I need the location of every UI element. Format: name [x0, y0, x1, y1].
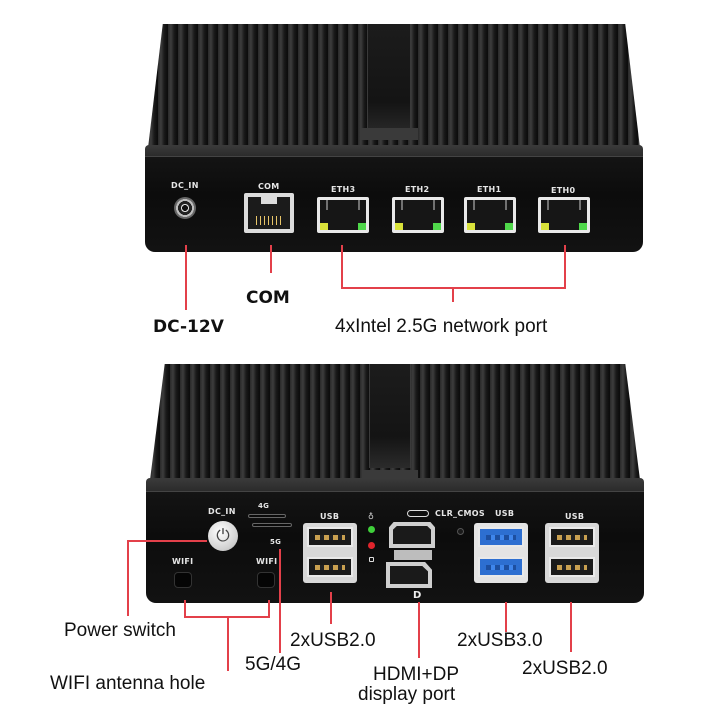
callout-display-port-line2: display port: [358, 684, 456, 705]
usb-c-icon: [407, 510, 429, 517]
chassis-lip: [146, 478, 644, 492]
eth1-port[interactable]: [464, 197, 516, 233]
usb2-ports-left: [303, 523, 357, 583]
eth2-port[interactable]: [392, 197, 444, 233]
activity-led: [433, 223, 441, 230]
usb2-port[interactable]: [307, 527, 353, 547]
status-led-green: [368, 526, 375, 533]
label-eth0: ETH0: [551, 186, 576, 195]
displayport-port[interactable]: [386, 562, 432, 588]
dc-in-jack[interactable]: [174, 197, 196, 219]
link-led: [395, 223, 403, 230]
label-wifi-left: WIFI: [172, 557, 194, 566]
label-usb-blue: USB: [495, 509, 515, 518]
callout-line-network: [452, 287, 454, 302]
callout-line-wifi: [227, 616, 229, 671]
callout-line-eth0: [564, 245, 566, 289]
callout-network-ports: 4xIntel 2.5G network port: [335, 316, 548, 337]
callout-com: COM: [246, 288, 290, 308]
label-dc-in: DC_IN: [208, 507, 236, 516]
usb2-port[interactable]: [549, 527, 595, 547]
callout-line-wifi-left: [184, 600, 186, 618]
eth3-port[interactable]: [317, 197, 369, 233]
eth0-port[interactable]: [538, 197, 590, 233]
wifi-antenna-hole-right[interactable]: [257, 572, 275, 588]
callout-line-power-h: [127, 540, 207, 542]
label-dc-in: DC_IN: [171, 181, 199, 190]
displayport-icon: D: [413, 590, 422, 601]
clr-cmos-button[interactable]: [457, 528, 464, 535]
callout-line-usb3: [505, 602, 507, 632]
heatsink-ridge-foot: [360, 128, 418, 140]
led-bulb-icon: ♁: [368, 512, 374, 521]
label-wifi-right: WIFI: [256, 557, 278, 566]
callout-display-port: HDMI+DP: [373, 664, 460, 685]
callout-dc-12v: DC-12V: [153, 317, 224, 337]
label-usb-right: USB: [565, 512, 585, 521]
label-sim-4g: 4G: [258, 502, 270, 510]
chassis-lip: [145, 145, 643, 157]
power-button[interactable]: ⏻: [208, 521, 238, 551]
label-usb-left: USB: [320, 512, 340, 521]
com-port[interactable]: [244, 193, 294, 233]
activity-led: [579, 223, 587, 230]
label-eth1: ETH1: [477, 185, 502, 194]
callout-line-usb2-left: [330, 592, 332, 624]
sim-slot-4g[interactable]: [248, 514, 286, 518]
callout-usb2-left: 2xUSB2.0: [290, 630, 376, 651]
hdmi-dp-separator: [394, 550, 432, 560]
link-led: [541, 223, 549, 230]
heatsink-center-ridge: [367, 24, 411, 136]
activity-led: [358, 223, 366, 230]
link-led: [467, 223, 475, 230]
usb2-ports-right: [545, 523, 599, 583]
callout-line-dc: [185, 245, 187, 310]
label-clr-cmos: CLR_CMOS: [435, 509, 485, 518]
sim-slot-5g[interactable]: [252, 523, 292, 527]
power-icon: ⏻: [216, 525, 230, 546]
heatsink-center-ridge: [369, 364, 411, 468]
label-sim-5g: 5G: [270, 538, 282, 546]
callout-wifi-antenna-hole: WIFI antenna hole: [50, 673, 206, 694]
hdmi-port[interactable]: [389, 522, 435, 548]
usb3-ports: [474, 523, 528, 583]
callout-usb2-right: 2xUSB2.0: [522, 658, 608, 679]
callout-usb3: 2xUSB3.0: [457, 630, 543, 651]
usb3-port[interactable]: [478, 557, 524, 577]
usb2-port[interactable]: [549, 557, 595, 577]
label-eth3: ETH3: [331, 185, 356, 194]
usb2-port[interactable]: [307, 557, 353, 577]
disk-icon: [369, 557, 374, 562]
label-eth2: ETH2: [405, 185, 430, 194]
callout-line-display: [418, 602, 420, 658]
callout-sim-5g-4g: 5G/4G: [245, 654, 301, 675]
callout-power-switch: Power switch: [64, 620, 176, 641]
callout-line-wifi-right: [268, 600, 270, 618]
callout-line-sim: [279, 549, 281, 653]
activity-led: [505, 223, 513, 230]
wifi-antenna-hole-left[interactable]: [174, 572, 192, 588]
usb3-port[interactable]: [478, 527, 524, 547]
callout-line-com: [270, 245, 272, 273]
link-led: [320, 223, 328, 230]
callout-line-eth3: [341, 245, 343, 289]
callout-line-power-v: [127, 540, 129, 616]
label-com: COM: [258, 182, 280, 191]
callout-line-usb2-right: [570, 602, 572, 652]
status-led-red: [368, 542, 375, 549]
